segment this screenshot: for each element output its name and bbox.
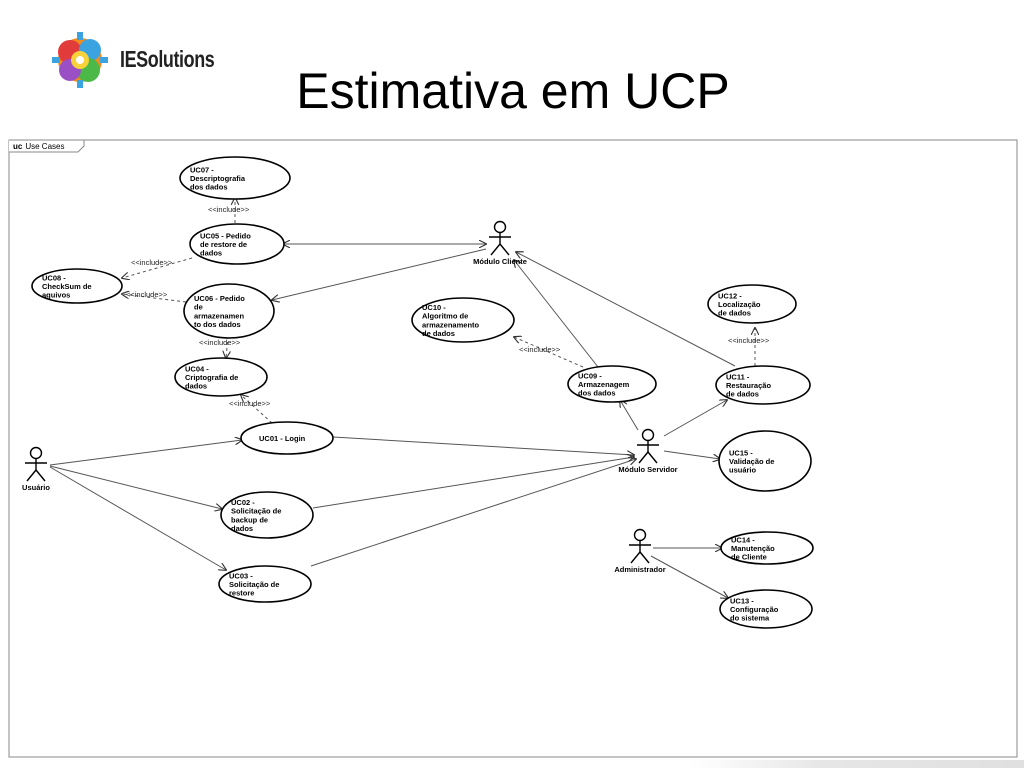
assoc-servidor-uc09	[620, 400, 639, 431]
use-case-ellipse	[718, 430, 812, 492]
diagram-frame	[8, 139, 1018, 758]
gear-logo-icon	[52, 32, 108, 88]
include-label: <<include>>	[519, 345, 561, 354]
use-case-ellipse	[183, 283, 275, 339]
actor-usuario: Usuário	[22, 446, 50, 492]
use-case-ellipse	[567, 365, 657, 403]
assoc-uc02-servidor	[312, 457, 634, 509]
actor-label: Usuário	[22, 483, 50, 492]
actor-label: Módulo Servidor	[618, 465, 677, 474]
assoc-usuario-uc03	[49, 466, 226, 570]
use-case-ellipse	[719, 589, 813, 629]
footer-accent-bar	[690, 760, 1024, 768]
include-uc06-uc04	[226, 335, 228, 358]
use-case-ellipse	[31, 268, 123, 304]
brand-logo: IESolutions	[44, 26, 224, 96]
use-case-uc01: UC01 - Login	[240, 421, 334, 455]
use-case-ellipse	[240, 421, 334, 455]
assoc-uc11-cliente	[516, 252, 736, 367]
include-label: <<include>>	[728, 336, 770, 345]
include-label: <<include>>	[199, 338, 241, 347]
use-case-ellipse	[179, 156, 291, 200]
use-case-ellipse	[411, 297, 515, 343]
actor-admin: Administrador	[614, 528, 666, 574]
frame-tab	[9, 139, 85, 153]
include-label: <<include>>	[208, 205, 250, 214]
use-case-ellipse	[707, 284, 797, 324]
include-uc01-uc04	[241, 395, 273, 424]
slide-title: Estimativa em UCP	[296, 63, 730, 119]
actor-label: Módulo Cliente	[473, 257, 527, 266]
use-case-ellipse	[218, 565, 312, 603]
include-dependencies	[122, 198, 755, 424]
include-uc05-uc08	[122, 257, 193, 278]
actor-servidor: Módulo Servidor	[618, 428, 678, 474]
assoc-usuario-uc01	[49, 440, 242, 466]
include-label: <<include>>	[126, 290, 168, 299]
associations	[49, 244, 736, 598]
brand-name: IESolutions	[120, 46, 215, 72]
include-labels: <<include>> <<include>> <<include>> <<in…	[126, 205, 770, 408]
assoc-servidor-uc11	[663, 400, 727, 437]
assoc-uc09-cliente	[514, 260, 599, 368]
assoc-uc01-servidor	[332, 436, 634, 455]
include-uc09-uc10	[514, 337, 584, 368]
include-uc06-uc08	[122, 294, 187, 303]
assoc-admin-uc13	[650, 555, 728, 598]
assoc-uc03-servidor	[310, 459, 636, 567]
use-case-ellipse	[715, 365, 811, 405]
include-label: <<include>>	[229, 399, 271, 408]
use-case-ellipse	[220, 491, 314, 539]
actor-label: Administrador	[614, 565, 665, 574]
assoc-uc06-cliente	[272, 248, 487, 300]
use-case-ellipse	[174, 357, 268, 397]
use-case-label: UC01 - Login	[259, 434, 306, 443]
use-case-ellipse	[720, 531, 814, 565]
assoc-servidor-uc15	[663, 450, 720, 459]
use-case-ellipse	[189, 223, 285, 265]
actor-cliente: Módulo Cliente	[473, 220, 527, 266]
include-label: <<include>>	[131, 258, 173, 267]
assoc-usuario-uc02	[49, 465, 222, 509]
